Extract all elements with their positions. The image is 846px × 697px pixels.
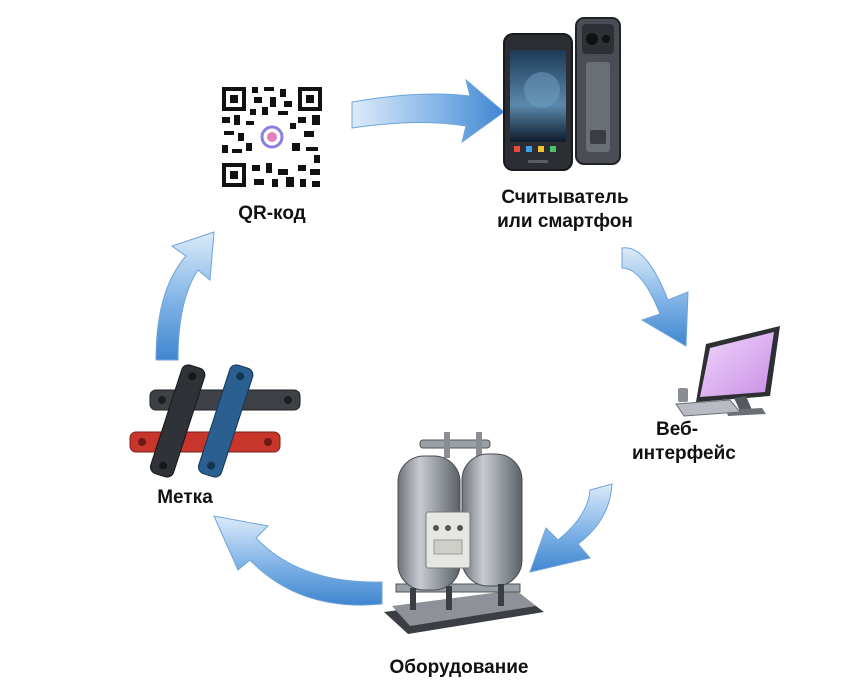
web-label-line1: Веб-	[656, 419, 699, 440]
label-reader: Считыватель или смартфон	[480, 186, 650, 234]
qr-code-label: QR-код	[238, 203, 306, 224]
label-qr-code: QR-код	[222, 202, 322, 226]
arrow-qr-to-reader	[351, 78, 505, 144]
arrow-web-to-equipment	[529, 483, 613, 573]
rfid-tag-icon	[129, 364, 301, 478]
qr-code-icon	[220, 85, 324, 189]
reader-label-line2: или смартфон	[497, 211, 633, 232]
equipment-label: Оборудование	[389, 657, 529, 678]
arrow-tag-to-qr	[155, 231, 215, 361]
label-web-interface: Веб- интерфейс	[632, 418, 742, 466]
web-label-line2: интерфейс	[632, 443, 736, 464]
computer-monitor-icon	[675, 326, 780, 417]
arrow-reader-to-web	[621, 247, 689, 347]
rfid-tag-blue	[197, 364, 254, 478]
industrial-equipment-icon	[384, 432, 544, 634]
label-tag: Метка	[140, 486, 230, 510]
rfid-tag-dark	[149, 364, 206, 478]
arrow-equipment-to-tag	[213, 515, 383, 606]
reader-label-line1: Считыватель	[501, 187, 629, 208]
label-equipment: Оборудование	[374, 656, 544, 680]
tag-label: Метка	[157, 487, 213, 508]
smartphone-icon	[503, 17, 621, 171]
